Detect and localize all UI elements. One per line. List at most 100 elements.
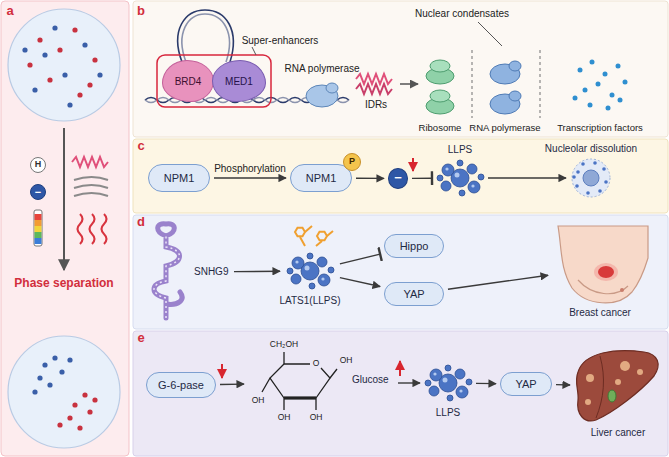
phospho-circle: P: [343, 153, 361, 171]
chem-label: CH₂OH: [270, 340, 298, 349]
phase-separation-illustration: [62, 72, 67, 77]
super-enhancer-illustration: [606, 106, 611, 111]
npm1-illustration: [572, 175, 576, 179]
glucose-illustration: [615, 379, 621, 385]
glucose-illustration: [221, 364, 223, 378]
phase-separation-illustration: [72, 27, 77, 32]
chem-label: OH: [252, 396, 265, 405]
super-enhancer-illustration: [509, 91, 521, 101]
npm1-illustration: [604, 180, 608, 184]
panel-grounds: [133, 139, 668, 213]
phase-separation-illustration: [22, 47, 27, 52]
super-enhancer-illustration: [590, 60, 595, 65]
phase-separation-illustration: [31, 185, 46, 200]
panel-letter: c: [137, 139, 144, 153]
part-label: RNA polymerase: [469, 123, 540, 133]
panel-grounds: [133, 1, 668, 137]
super-enhancer-illustration: [252, 47, 256, 55]
phase-separation-illustration: [35, 232, 42, 238]
phase-separation-illustration: [52, 25, 57, 30]
hippo-illustration: [620, 288, 624, 292]
arrow-connector: [340, 278, 380, 287]
phase-separation-illustration: [67, 357, 72, 362]
organ-figure: Liver cancer: [574, 348, 662, 424]
phase-separation-illustration: [63, 128, 65, 270]
phase-separation-illustration: [8, 9, 120, 121]
arrow-connector: [356, 178, 384, 180]
phase-separation-illustration: [32, 389, 37, 394]
arrow-connector: [476, 383, 496, 385]
part-label: RNA polymerase: [284, 63, 359, 74]
phase-separation-illustration: [77, 425, 82, 430]
chem-label: OH: [278, 413, 291, 422]
phase-separation-illustration: [77, 92, 82, 97]
node-label: NPM1: [306, 172, 337, 184]
node-label: G-6-pase: [158, 379, 204, 391]
protein-blob: MED1: [212, 60, 266, 102]
npm1-illustration: [572, 159, 610, 197]
node-label: Glucose: [352, 374, 389, 385]
process-box: Hippo: [384, 234, 444, 258]
hippo-illustration: [578, 280, 628, 294]
phase-separation-illustration: [47, 77, 52, 82]
npm1-illustration: [412, 158, 414, 171]
chem-label: OH: [310, 413, 323, 422]
phase-separation-illustration: [82, 42, 87, 47]
symbol-label: H: [35, 160, 42, 170]
part-label: Nuclear condensates: [415, 8, 509, 19]
glucose-illustration: [620, 361, 630, 371]
super-enhancer-illustration: [326, 83, 338, 93]
phase-separation-illustration: [35, 220, 42, 226]
node-label: YAP: [515, 378, 536, 390]
super-enhancer-illustration: [623, 80, 628, 85]
hippo-illustration: [300, 226, 333, 246]
npm1-illustration: [576, 170, 580, 174]
npm1-illustration: [413, 158, 610, 197]
phase-separation-illustration: [35, 226, 42, 232]
hippo-illustration: [558, 226, 648, 303]
rna-structure: SNHG9: [146, 222, 230, 322]
phase-separation-illustration: [97, 72, 102, 77]
edge-label: Phosphorylation: [214, 163, 286, 174]
phase-separation-illustration: [34, 210, 42, 246]
super-enhancer-illustration: [356, 74, 392, 84]
super-enhancer-illustration: [573, 96, 578, 101]
arrow-connector: [234, 271, 280, 273]
node-label: Liver cancer: [591, 427, 645, 438]
super-enhancer-illustration: [178, 10, 234, 62]
node-label: MED1: [225, 76, 253, 87]
chem-label: OH: [340, 356, 353, 365]
node-label: SNHG9: [194, 266, 228, 277]
super-enhancer-illustration: [157, 55, 271, 107]
protein-blob: BRD4: [162, 60, 214, 102]
arrow-connector: [448, 275, 548, 289]
npm1-illustration: [572, 161, 608, 195]
phase-separation-illustration: [59, 369, 64, 374]
super-enhancer-illustration: [610, 93, 615, 98]
node-label: LATS1(LLPS): [280, 295, 341, 306]
node-label: NPM1: [164, 172, 195, 184]
node-label: Hippo: [400, 240, 429, 252]
hippo-illustration: [287, 253, 334, 289]
process-box: NPM1: [148, 164, 210, 192]
npm1-illustration: [602, 167, 606, 171]
inhibition-connector: [412, 178, 432, 180]
phase-separation-illustration: [42, 362, 47, 367]
phase-separation-illustration: [87, 82, 92, 87]
arrow-connector: [556, 384, 570, 386]
panel-letter: d: [137, 215, 145, 229]
phase-separation-illustration: [74, 177, 108, 196]
organ-figure: Breast cancer: [552, 232, 648, 304]
hippo-illustration: [317, 232, 327, 241]
super-enhancer-illustration: [400, 83, 418, 85]
node-label: LLPS: [448, 144, 472, 155]
node-label: YAP: [403, 288, 424, 300]
super-enhancer-illustration: [430, 60, 450, 72]
phase-separation-illustration: [72, 402, 77, 407]
phase-separation-illustration: [57, 392, 97, 430]
phase-separation-illustration: [32, 87, 37, 92]
hippo-illustration: [154, 224, 648, 318]
panel-grounds: [1, 1, 129, 456]
charge-circle: −: [388, 168, 408, 189]
